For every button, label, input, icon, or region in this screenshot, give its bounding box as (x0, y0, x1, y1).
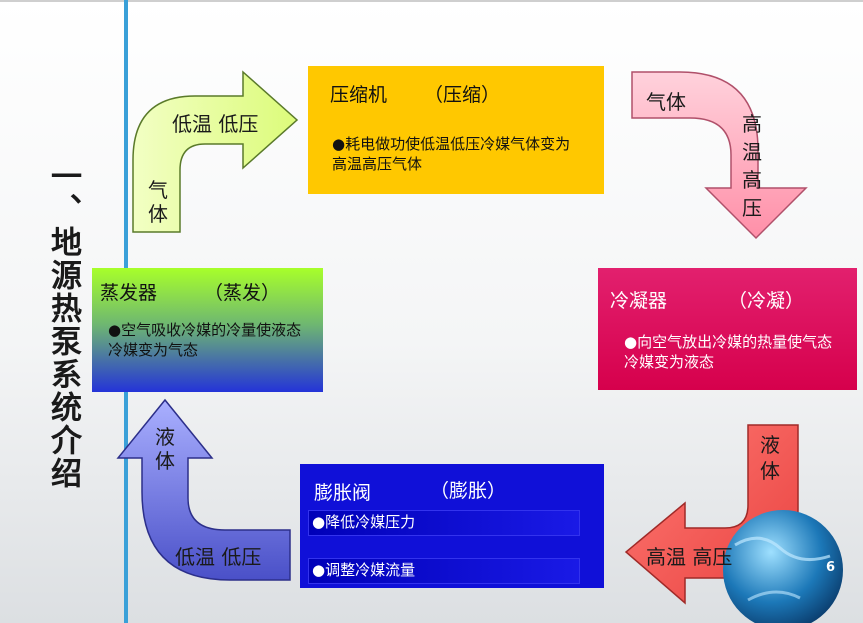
condenser-box: 冷凝器 （冷凝） ●向空气放出冷媒的热量使气态冷媒变为液态 (598, 268, 857, 390)
evap-to-comp-state-top: 低温 低压 (172, 112, 259, 136)
valve-to-evap-state-side: 低温 低压 (175, 545, 262, 569)
compressor-name: 压缩机 (330, 84, 388, 106)
cond-to-valve-state-top: 液体 (760, 433, 780, 483)
evaporator-process: （蒸发） (204, 282, 281, 304)
compressor-process: （压缩） (424, 84, 501, 106)
top-border (0, 0, 863, 2)
comp-to-cond-state-side: 高温高压 (742, 112, 762, 220)
arrow-valve-to-evaporator (116, 398, 291, 581)
cond-to-valve-state-side: 高温 高压 (646, 545, 733, 569)
expansion-valve-box: 膨胀阀 （膨胀） ●降低冷媒压力 ●调整冷媒流量 (300, 464, 604, 588)
comp-to-cond-state-top: 气体 (646, 90, 686, 114)
evaporator-box: 蒸发器 （蒸发） ●空气吸收冷媒的冷量使液态冷媒变为气态 (92, 268, 323, 392)
condenser-process: （冷凝） (728, 290, 805, 312)
valve-to-evap-state-top: 液体 (155, 425, 175, 473)
evaporator-desc: ●空气吸收冷媒的冷量使液态冷媒变为气态 (108, 321, 302, 359)
valve-process: （膨胀） (430, 480, 507, 502)
compressor-box: 压缩机 （压缩） ●耗电做功使低温低压冷媒气体变为高温高压气体 (308, 66, 604, 194)
arrow-compressor-to-condenser (631, 71, 808, 240)
valve-item-band-1 (308, 510, 580, 536)
arrow-evap-to-compressor (132, 70, 299, 233)
condenser-name: 冷凝器 (610, 290, 668, 312)
evap-to-comp-state-side: 气体 (148, 178, 168, 226)
valve-item-band-2 (308, 558, 580, 584)
valve-item-2: ●调整冷媒流量 (312, 561, 416, 579)
evaporator-name: 蒸发器 (100, 282, 158, 304)
page-title: 一、地源热泵系统介绍 (45, 160, 81, 490)
valve-item-1: ●降低冷媒压力 (312, 513, 416, 531)
condenser-desc: ●向空气放出冷媒的热量使气态冷媒变为液态 (624, 333, 833, 371)
valve-name: 膨胀阀 (314, 482, 372, 504)
page-number: 6 (826, 560, 836, 575)
compressor-desc: ●耗电做功使低温低压冷媒气体变为高温高压气体 (332, 135, 571, 173)
